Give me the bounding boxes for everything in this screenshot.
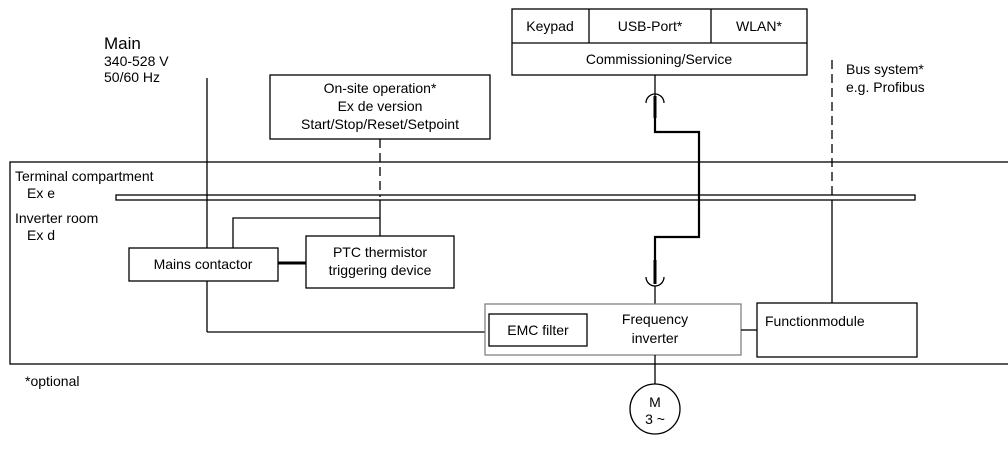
commissioning-service-box: Keypad USB-Port* WLAN* Commissioning/Ser… [511,8,808,76]
onsite-line3: Start/Stop/Reset/Setpoint [301,116,459,132]
onsite-line1: On-site operation* [324,80,437,96]
keypad-label: Keypad [526,18,573,34]
inverter-line1: Frequency [622,311,688,327]
inverter-room-label: Inverter room [15,210,98,226]
terminal-ex-label: Ex e [27,185,55,201]
inverter-ex-label: Ex d [27,227,55,243]
mains-frequency: 50/60 Hz [104,69,160,85]
bus-line1: Bus system* [846,61,924,77]
terminal-compartment-label: Terminal compartment [15,168,154,184]
usb-port-label: USB-Port* [618,18,683,34]
emc-filter-label: EMC filter [507,322,569,338]
bus-line2: e.g. Profibus [846,79,925,95]
onsite-line2: Ex de version [338,98,423,114]
onsite-operation-box: On-site operation* Ex de version Start/S… [269,74,491,140]
optional-footnote: *optional [25,373,80,389]
wlan-label: WLAN* [736,18,782,34]
service-cable [653,118,701,260]
motor-symbol: M 3 ~ [629,383,681,435]
commissioning-service-label: Commissioning/Service [586,51,732,67]
function-module-label: Functionmodule [765,313,865,329]
mains-contactor-box: Mains contactor [128,247,279,282]
emc-filter-box [488,313,588,347]
compartment-separator-bar [115,194,916,201]
ptc-line2: triggering device [329,262,432,278]
enclosure-frame [9,161,1008,365]
mains-contactor-label: Mains contactor [154,256,253,272]
motor-line1: M [649,394,661,410]
ptc-line1: PTC thermistor [333,244,427,260]
ptc-thermistor-box: PTC thermistor triggering device [305,235,455,289]
inverter-line2: inverter [632,330,679,346]
contactor-control-line [232,217,380,248]
motor-line2: 3 ~ [645,411,665,427]
mains-title: Main [104,34,141,53]
frequency-inverter-box: EMC filter Frequency inverter [484,303,742,356]
function-module-box: Functionmodule [756,302,918,358]
mains-voltage: 340-528 V [104,53,169,69]
